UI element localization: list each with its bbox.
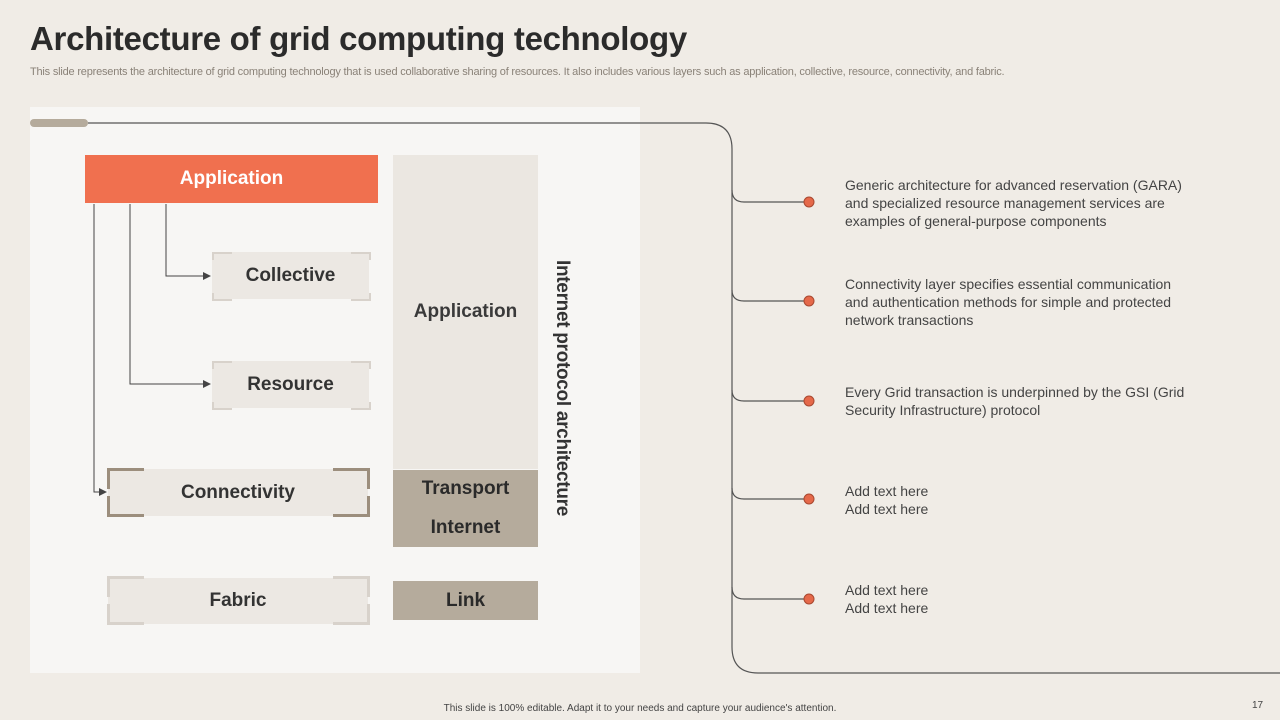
collective-corner-tl: [212, 252, 232, 260]
page-subtitle: This slide represents the architecture o…: [30, 66, 1005, 78]
layer-application: Application: [85, 155, 378, 203]
fabric-corner-br: [333, 604, 370, 625]
arrow-to-connectivity: [93, 204, 107, 496]
description-4-line-1: Add text here: [845, 483, 929, 499]
layer-collective: Collective: [212, 252, 369, 299]
resource-corner-tl: [212, 361, 232, 369]
branch-lines: [731, 189, 808, 600]
stack-transport: Transport: [393, 470, 538, 508]
description-1: Generic architecture for advanced reserv…: [845, 176, 1215, 230]
protocol-architecture-label: Internet protocol architecture: [552, 260, 573, 516]
description-4-line-2: Add text here: [845, 501, 929, 517]
fabric-corner-tl: [107, 576, 144, 597]
bullet-dot-5: [803, 593, 815, 605]
fabric-corner-bl: [107, 604, 144, 625]
stack-application: Application: [393, 155, 538, 469]
layer-resource-label: Resource: [247, 373, 334, 395]
arrow-to-resource: [129, 204, 211, 388]
resource-corner-bl: [212, 402, 232, 410]
stack-link: Link: [393, 581, 538, 620]
bullet-dot-4: [803, 493, 815, 505]
layer-resource: Resource: [212, 361, 369, 408]
connectivity-corner-tl: [107, 468, 144, 489]
description-5-line-2: Add text here: [845, 600, 929, 616]
stack-internet: Internet: [393, 508, 538, 547]
description-3: Every Grid transaction is underpinned by…: [845, 383, 1215, 419]
connectivity-corner-br: [333, 496, 370, 517]
stack-link-label: Link: [445, 589, 486, 611]
bracket-line: [88, 122, 1280, 674]
tree-arrows: [93, 204, 211, 496]
connectivity-corner-tr: [333, 468, 370, 489]
page-number: 17: [1252, 700, 1264, 711]
description-1-line-3: examples of general-purpose components: [845, 213, 1107, 229]
arrow-to-collective: [165, 204, 211, 280]
description-1-line-1: Generic architecture for advanced reserv…: [845, 177, 1182, 193]
description-3-line-1: Every Grid transaction is underpinned by…: [845, 384, 1185, 400]
description-5-line-1: Add text here: [845, 582, 929, 598]
description-1-line-2: and specialized resource management serv…: [845, 195, 1165, 211]
layer-fabric: Fabric: [108, 578, 368, 624]
connectivity-corner-bl: [107, 496, 144, 517]
layer-connectivity: Connectivity: [108, 469, 368, 516]
description-2-line-1: Connectivity layer specifies essential c…: [845, 276, 1172, 292]
description-2-line-3: network transactions: [845, 312, 974, 328]
description-4: Add text here Add text here: [845, 482, 1215, 518]
collective-corner-tr: [351, 252, 371, 260]
layer-fabric-label: Fabric: [209, 590, 267, 611]
description-2: Connectivity layer specifies essential c…: [845, 275, 1215, 329]
stack-transport-label: Transport: [421, 478, 510, 499]
top-handle-bar: [30, 119, 88, 127]
description-2-line-2: and authentication methods for simple an…: [845, 294, 1172, 310]
bullet-dot-1: [803, 196, 815, 208]
footer-note: This slide is 100% editable. Adapt it to…: [443, 703, 837, 714]
resource-corner-tr: [351, 361, 371, 369]
stack-application-label: Application: [413, 301, 518, 322]
fabric-corner-tr: [333, 576, 370, 597]
collective-corner-bl: [212, 293, 232, 301]
layer-collective-label: Collective: [245, 264, 336, 286]
bullet-dot-2: [803, 295, 815, 307]
page-title: Architecture of grid computing technolog…: [30, 20, 687, 57]
layer-connectivity-label: Connectivity: [180, 481, 296, 503]
stack-internet-label: Internet: [430, 516, 501, 538]
bullet-dots: [803, 196, 815, 605]
collective-corner-br: [351, 293, 371, 301]
bullet-dot-3: [803, 395, 815, 407]
description-3-line-2: Security Infrastructure) protocol: [845, 402, 1041, 418]
resource-corner-br: [351, 402, 371, 410]
description-5: Add text here Add text here: [845, 581, 1215, 617]
